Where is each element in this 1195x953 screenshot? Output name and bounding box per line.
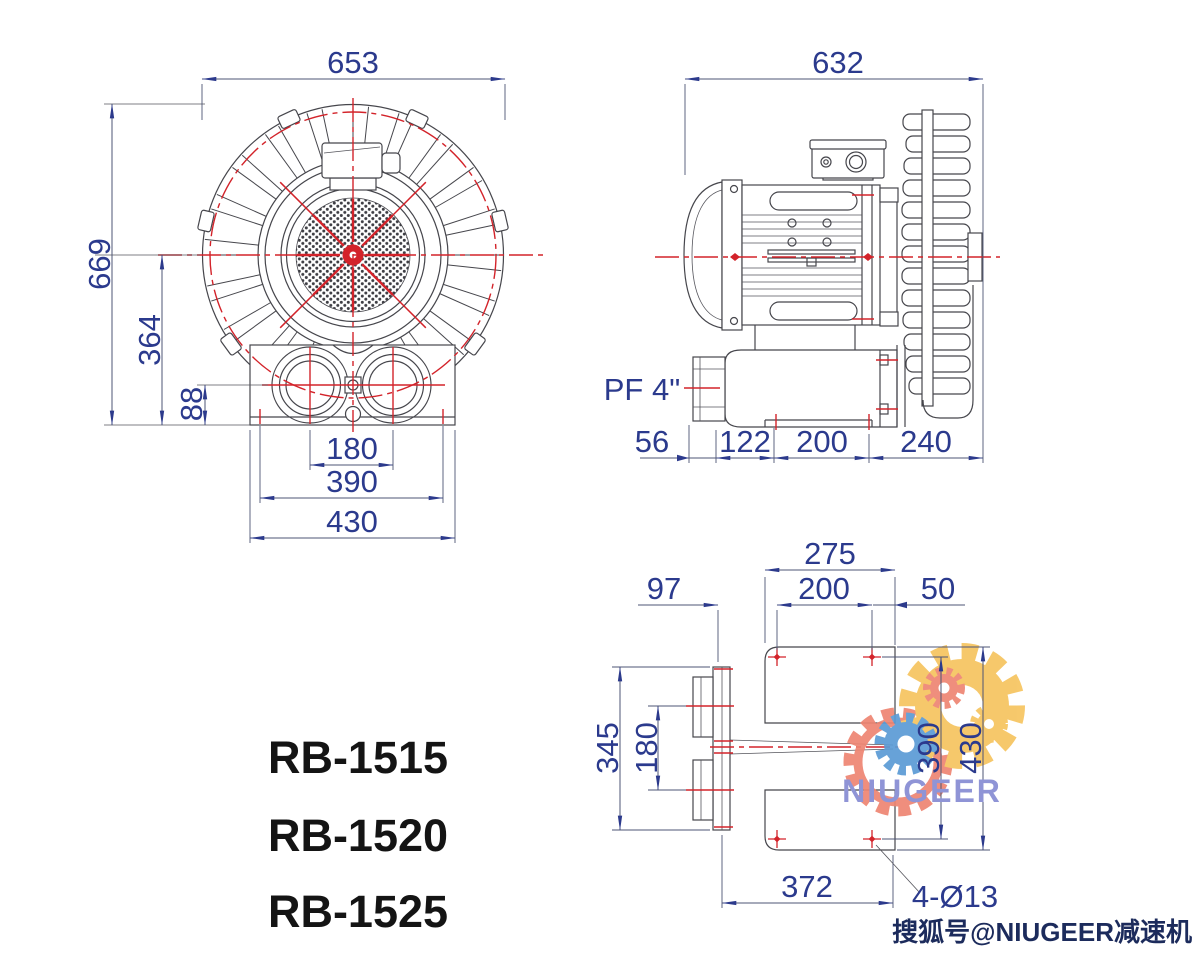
side-centerlines xyxy=(655,194,1000,430)
dim-bottom-offset: 97 xyxy=(647,571,681,606)
dim-bottom-port-pitch: 180 xyxy=(629,722,664,774)
motor xyxy=(683,179,881,350)
dim-front-center-base: 364 xyxy=(132,314,167,366)
dim-side-seg2: 122 xyxy=(719,424,771,459)
source-caption: 搜狐号@NIUGEER减速机 xyxy=(892,917,1192,947)
dim-side-length: 632 xyxy=(812,45,864,80)
bottom-view: 275 200 50 97 345 180 390 xyxy=(590,536,1025,914)
side-terminal-box xyxy=(809,139,887,181)
dim-bottom-edge-offset: 50 xyxy=(921,571,955,606)
dim-side-seg3: 200 xyxy=(796,424,848,459)
dim-bottom-hole-pitch-y: 390 xyxy=(911,722,946,774)
watermark-gears xyxy=(843,643,1025,817)
bottom-dimensions: 275 200 50 97 345 180 390 xyxy=(590,536,998,914)
bottom-centerlines xyxy=(686,668,902,828)
port-thread-label: PF 4" xyxy=(604,372,680,407)
front-view: 653 669 364 88 180 390 430 xyxy=(82,45,548,543)
silencer-base xyxy=(692,345,906,428)
model-name-2: RB-1520 xyxy=(268,810,448,861)
model-name-1: RB-1515 xyxy=(268,732,448,783)
dim-bottom-hole-pitch-x: 200 xyxy=(798,571,850,606)
dim-bottom-flange-width: 275 xyxy=(804,536,856,571)
front-dimensions: 653 669 364 88 180 390 430 xyxy=(82,45,506,543)
dim-front-width: 653 xyxy=(327,45,379,80)
dim-bottom-body-width: 345 xyxy=(590,722,625,774)
side-dimensions: 632 PF 4" 56 122 200 240 xyxy=(604,45,984,463)
dim-side-seg1: 56 xyxy=(635,424,669,459)
dim-side-seg4: 240 xyxy=(900,424,952,459)
dim-front-base-width: 430 xyxy=(326,504,378,539)
dim-bottom-plate-width: 372 xyxy=(781,869,833,904)
dim-front-port-pitch: 180 xyxy=(326,431,378,466)
blower-housing-side xyxy=(879,109,983,419)
watermark: NIUGEER 搜狐号@NIUGEER减速机 xyxy=(842,773,1194,949)
front-centerlines xyxy=(158,98,548,432)
brand-watermark: NIUGEER xyxy=(842,773,1002,809)
dim-bottom-plate-height: 430 xyxy=(953,722,988,774)
front-terminal-box xyxy=(321,142,401,191)
dim-front-foot-pitch: 390 xyxy=(326,464,378,499)
side-view: 632 PF 4" 56 122 200 240 xyxy=(604,45,1000,463)
dim-front-height: 669 xyxy=(82,238,117,290)
model-name-3: RB-1525 xyxy=(268,886,448,937)
gear-icon-blue xyxy=(874,712,938,776)
bottom-body xyxy=(692,646,896,851)
dim-front-port-height: 88 xyxy=(174,387,209,421)
dim-bottom-holes: 4-Ø13 xyxy=(912,879,998,914)
housing-lugs xyxy=(197,109,509,356)
model-list: RB-1515 RB-1520 RB-1525 xyxy=(268,732,448,937)
